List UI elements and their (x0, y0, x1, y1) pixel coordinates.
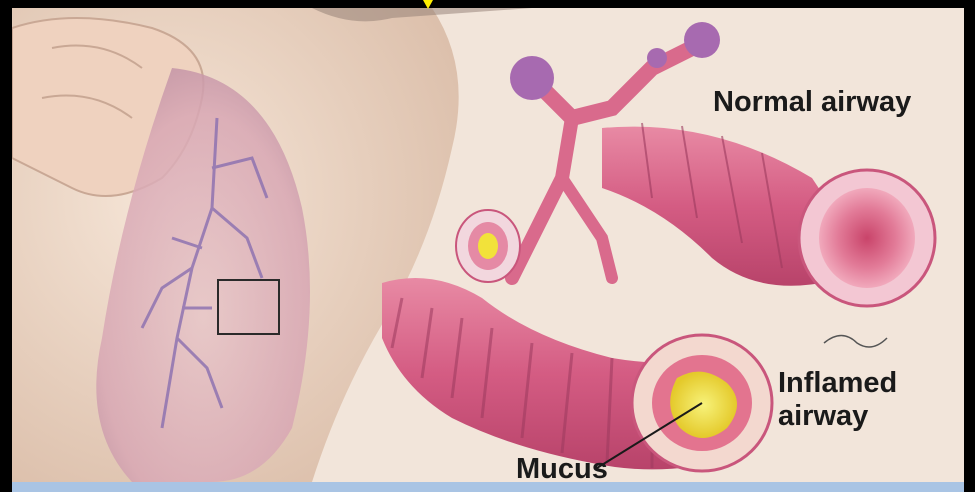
bottom-bar (12, 482, 964, 492)
label-mucus: Mucus (516, 455, 608, 484)
label-inflamed-airway: Inflamed airway (778, 367, 928, 433)
label-normal-airway: Normal airway (713, 88, 911, 117)
pointer-marker-icon (423, 0, 433, 10)
